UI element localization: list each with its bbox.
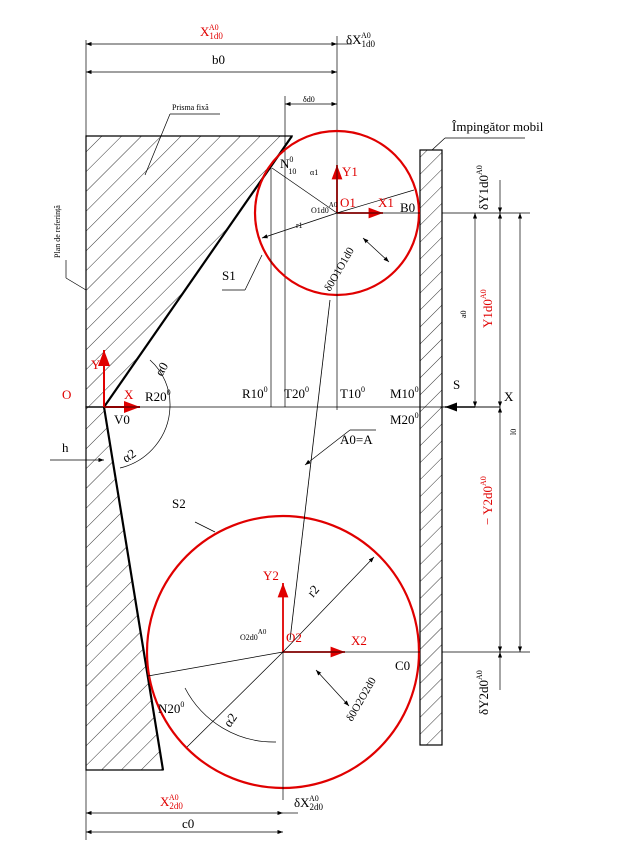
label-b0pt: B0 (400, 200, 415, 215)
label-impingator: Împingător mobil (452, 119, 544, 134)
fixed-prism-upper (85, 135, 294, 408)
label-y1: Y1 (342, 164, 358, 179)
label-s2: S2 (172, 496, 186, 511)
label-y2: Y2 (263, 568, 279, 583)
mobile-pusher (419, 149, 443, 746)
label-x1: X1 (378, 195, 394, 210)
label-b0: b0 (212, 52, 225, 67)
label-o1d0: O1d0A0 (311, 201, 338, 215)
label-l0: l0 (509, 429, 518, 435)
label-prisma: Prisma fixă (172, 103, 209, 112)
label-x1d0: X1d0A0 (200, 23, 223, 41)
label-Y: Y (91, 357, 101, 372)
label-h: h (62, 440, 69, 455)
label-alpha1: α1 (310, 168, 318, 177)
label-o2: O2 (286, 630, 302, 645)
label-x2d0: X2d0A0 (160, 793, 183, 811)
label-r10: R100 (242, 385, 268, 401)
label-do2o2: δ0O2O2d0 (344, 675, 379, 723)
label-t20: T200 (284, 385, 309, 401)
label-r20: R200 (145, 388, 171, 404)
label-O: O (62, 387, 71, 402)
label-c0bottom: c0 (182, 816, 194, 831)
label-plan-referinta: Plan de referință (53, 205, 62, 258)
label-r2: r2 (304, 582, 322, 600)
label-r1: r1 (296, 221, 303, 230)
label-c0: C0 (395, 658, 410, 673)
label-a0eqa: A0=A (340, 432, 373, 447)
label-dy1d0: δY1d0A0 (475, 165, 491, 210)
label-alpha2: α2 (220, 710, 240, 730)
label-o2d0: O2d0A0 (240, 628, 267, 642)
label-dx2d0: δX2d0A0 (294, 794, 324, 812)
label-Xright: X (504, 389, 514, 404)
label-n20: N200 (158, 700, 184, 716)
label-t10: T100 (340, 385, 365, 401)
label-y2d0: − Y2d0A0 (479, 476, 495, 525)
label-x2: X2 (351, 633, 367, 648)
label-v0: V0 (114, 412, 130, 427)
label-delta-small: δd0 (303, 95, 315, 104)
label-m20: M200 (390, 411, 419, 427)
label-S: S (453, 377, 460, 392)
label-m10: M100 (390, 385, 419, 401)
label-X: X (124, 387, 134, 402)
label-s1: S1 (222, 268, 236, 283)
label-do1o1: δ0O1O1d0 (322, 245, 357, 293)
label-dy2d0: δY2d0A0 (475, 670, 491, 715)
label-o1: O1 (340, 195, 356, 210)
label-dx1d0: δX1d0A0 (346, 31, 376, 49)
label-alpha0: α0 (152, 359, 172, 378)
label-y1d0: Y1d0A0 (479, 289, 495, 328)
label-a0: a0 (459, 310, 468, 318)
